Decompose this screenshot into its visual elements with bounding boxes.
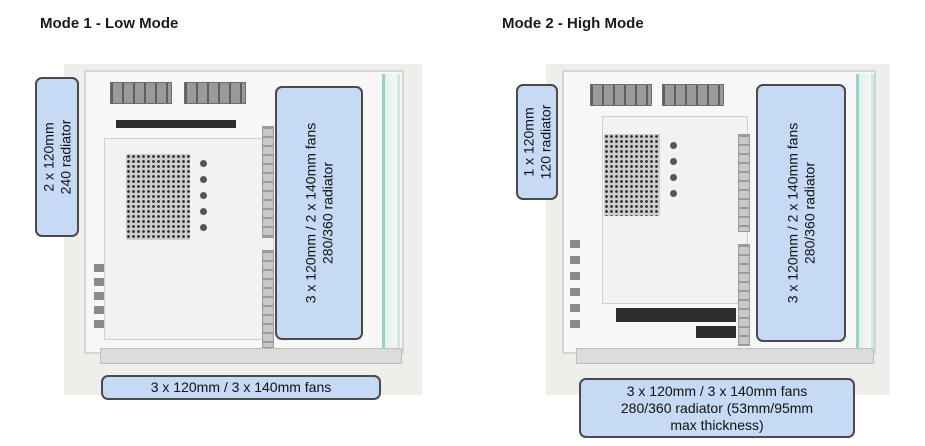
mode2-front-mount-label: 3 x 120mm / 2 x 140mm fans 280/360 radia… (756, 84, 846, 342)
mode1-front-mount-label: 3 x 120mm / 2 x 140mm fans 280/360 radia… (275, 86, 363, 340)
grommet (670, 174, 677, 181)
fan-rail (262, 250, 274, 348)
mode2-side-mount-label: 1 x 120mm 120 radiator (516, 84, 558, 200)
side-label-line: 2 x 120mm (40, 122, 56, 192)
bottom-label-line: 3 x 120mm / 3 x 140mm fans (626, 382, 808, 399)
mode1-side-mount-label: 2 x 120mm 240 radiator (35, 77, 79, 237)
pci-bracket (570, 320, 580, 328)
mode2-heading: Mode 2 - High Mode (502, 15, 644, 32)
top-vent (590, 84, 652, 106)
front-label-line: 3 x 120mm / 2 x 140mm fans (302, 122, 318, 304)
grommet (200, 224, 207, 231)
pci-bracket (94, 292, 104, 300)
glass-panel (856, 74, 874, 354)
top-vent (662, 84, 724, 106)
bottom-label-line: max thickness) (670, 416, 764, 433)
grommet (200, 192, 207, 199)
bottom-label-line: 3 x 120mm / 3 x 140mm fans (150, 379, 332, 395)
pci-bracket (94, 278, 104, 286)
case-base (576, 348, 874, 364)
pci-bracket (570, 288, 580, 296)
case-base (100, 348, 402, 364)
mode1-bottom-mount-label: 3 x 120mm / 3 x 140mm fans (101, 375, 381, 400)
pci-bracket (94, 264, 104, 272)
grommet (670, 158, 677, 165)
glass-panel (382, 74, 400, 354)
side-label-line: 120 radiator (537, 104, 553, 180)
top-vent (110, 82, 172, 104)
top-vent (184, 82, 246, 104)
pci-bracket (94, 320, 104, 328)
mode2-bottom-mount-label: 3 x 120mm / 3 x 140mm fans 280/360 radia… (579, 378, 855, 438)
grommet (200, 176, 207, 183)
front-label-line: 3 x 120mm / 2 x 140mm fans (784, 122, 800, 304)
side-label-line: 1 x 120mm (520, 107, 536, 177)
cable-cutout (696, 326, 736, 338)
pci-bracket (570, 304, 580, 312)
pci-bracket (570, 272, 580, 280)
mode1-heading: Mode 1 - Low Mode (40, 15, 179, 32)
pci-bracket (570, 256, 580, 264)
psu-shroud-cutout (616, 308, 736, 322)
fan-rail (738, 244, 750, 346)
grommet (200, 160, 207, 167)
mode1-case-photo (64, 64, 422, 395)
side-label-line: 240 radiator (57, 119, 73, 195)
grommet (200, 208, 207, 215)
front-label-line: 280/360 radiator (801, 162, 817, 264)
bottom-label-line: 280/360 radiator (53mm/95mm (620, 399, 814, 416)
mesh-cutout (126, 154, 190, 240)
pci-bracket (570, 240, 580, 248)
fan-rail (738, 134, 750, 232)
fan-rail (262, 126, 274, 238)
cable-slot (116, 120, 236, 128)
front-label-line: 280/360 radiator (319, 162, 335, 264)
grommet (670, 142, 677, 149)
pci-bracket (94, 306, 104, 314)
grommet (670, 190, 677, 197)
mesh-cutout (604, 134, 660, 216)
